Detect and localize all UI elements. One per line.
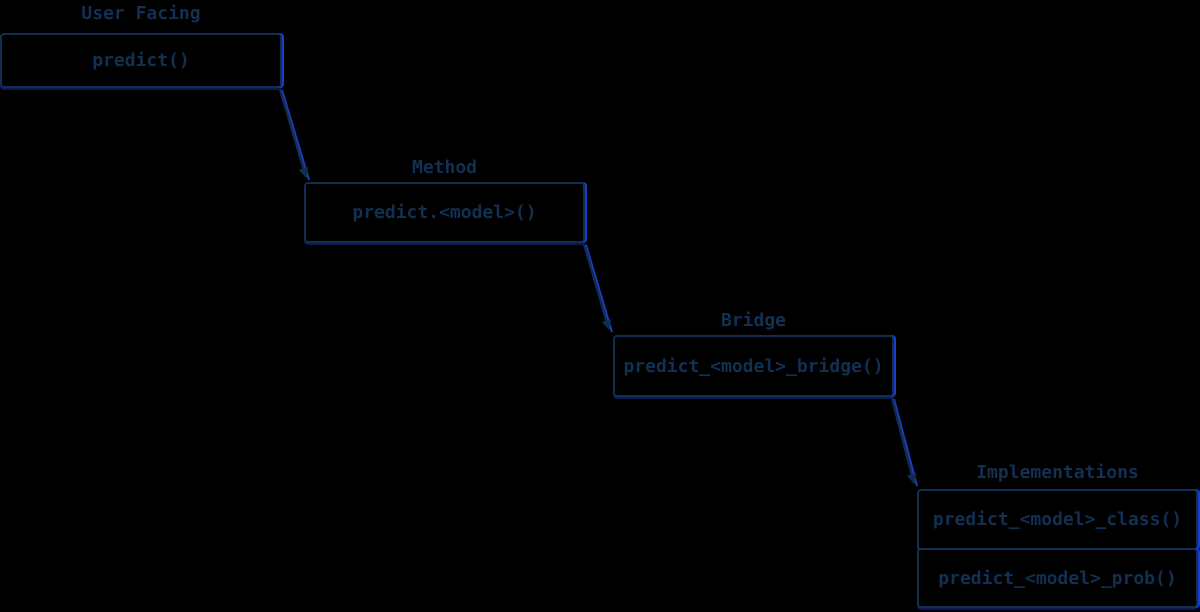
node-code: predict_<model>_prob() bbox=[938, 567, 1177, 589]
arrow-accent-3 bbox=[893, 398, 918, 487]
arrow-accent-2 bbox=[585, 244, 613, 333]
flow-arrow-bridge-to-impl bbox=[890, 397, 917, 484]
node-predict-model-class: predict_<model>_class() bbox=[917, 489, 1198, 550]
node-code: predict_<model>_bridge() bbox=[623, 355, 884, 377]
node-code: predict.<model>() bbox=[352, 202, 537, 223]
flow-arrow-user-to-method bbox=[278, 88, 309, 178]
node-predict-model: predict.<model>() bbox=[304, 182, 585, 243]
node-code: predict_<model>_class() bbox=[932, 509, 1183, 530]
node-predict-model-bridge: predict_<model>_bridge() bbox=[613, 335, 894, 397]
layer-label-implementations: Implementations bbox=[976, 462, 1139, 483]
node-predict: predict() bbox=[0, 33, 282, 88]
node-code: predict() bbox=[92, 50, 190, 71]
layer-label-bridge: Bridge bbox=[720, 310, 787, 331]
node-predict-model-prob: predict_<model>_prob() bbox=[917, 548, 1198, 608]
layer-label-user-facing: User Facing bbox=[81, 3, 201, 24]
flow-arrow-method-to-bridge bbox=[582, 243, 612, 330]
layer-label-method: Method bbox=[411, 157, 478, 178]
